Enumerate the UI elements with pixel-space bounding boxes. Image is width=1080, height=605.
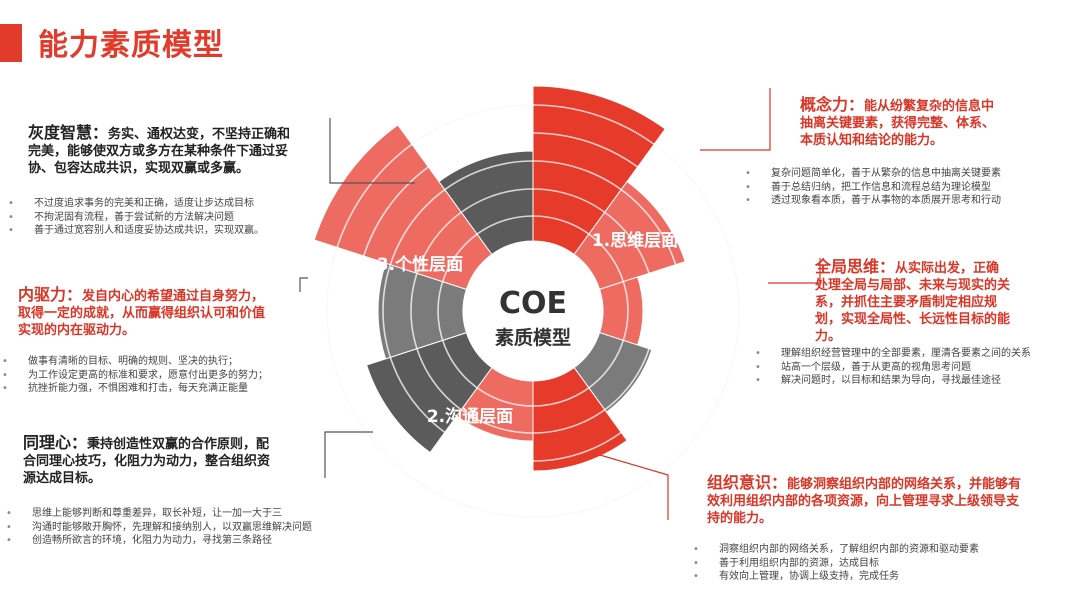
list-item: 做事有清晰的目标、明确的规则、坚决的执行； <box>2 355 268 369</box>
wheel-ring <box>437 215 629 407</box>
ability-overall-heading: 全局思维：从实际出发，正确处理全局与局部、未来与现实的关系，并抓住主要矛盾制定相… <box>815 257 1011 344</box>
center-circle <box>463 241 603 381</box>
list-item: 为工作设定更高的标准和要求，愿意付出更多的努力； <box>2 369 268 383</box>
list-item: 不过度追求事务的完美和正确，适度让步达成目标 <box>8 197 264 211</box>
ability-concept-points: 复杂问题简单化，善于从繁杂的信息中抽离关键要素 善于总结归纳，把工作信息和流程总… <box>745 167 1001 208</box>
leader-lines <box>299 118 415 478</box>
ability-concept-heading: 概念力：能从纷繁复杂的信息中抽离关键要素，获得完整、体系、本质认知和结论的能力。 <box>800 95 996 148</box>
segment-label-personality: 3.个性层面 <box>377 254 463 275</box>
segment-label-thinking: 1.思维层面 <box>592 230 678 251</box>
ability-empathy-points: 思维上能够判断和尊重差异，取长补短，让一加一大于三 沟通时能够敞开胸怀，先理解和… <box>6 507 312 548</box>
ability-gray: 灰度智慧：务实、通权达变，不坚持正确和完美，能够使双方或多方在某种条件下通过妥协… <box>28 124 303 177</box>
ability-overall: 全局思维：从实际出发，正确处理全局与局部、未来与现实的关系，并抓住主要矛盾制定相… <box>815 258 1010 345</box>
wheel-ring <box>354 132 712 490</box>
leader-line-empathy <box>324 431 373 478</box>
list-item: 站高一个层级，善于从更高的视角思考问题 <box>755 361 1031 375</box>
page-title: 能力素质模型 <box>38 28 224 63</box>
wheel-ring <box>382 160 684 462</box>
ability-organization-heading: 组织意识：能够洞察组织内部的网络关系，并能够有效利用组织内部的各项资源，向上管理… <box>707 473 1022 526</box>
ability-gray-heading: 灰度智慧：务实、通权达变，不坚持正确和完美，能够使双方或多方在某种条件下通过妥协… <box>28 123 291 176</box>
leader-line-gray <box>329 118 415 184</box>
wheel-ring <box>326 104 740 518</box>
list-item: 沟通时能够敞开胸怀，先理解和接纳别人，以双赢思维解决问题 <box>6 521 312 535</box>
segment-label-communication: 2.沟通层面 <box>427 406 513 427</box>
center-subtitle: 素质模型 <box>495 326 571 349</box>
list-item: 不拘泥固有流程，善于尝试新的方法解决问题 <box>8 211 264 225</box>
wheel-rings <box>326 104 740 518</box>
leader-line-drive <box>299 277 308 292</box>
ability-empathy: 同理心：秉持创造性双赢的合作原则，配合同理心技巧，化阻力为动力，整合组织资源达成… <box>23 434 278 487</box>
list-item: 透过现象看本质，善于从事物的本质展开思考和行动 <box>745 194 1001 208</box>
list-item: 理解组织经营管理中的全部要素，厘清各要素之间的关系 <box>755 347 1031 361</box>
ability-drive: 内驱力：发自内心的希望通过自身努力，取得一定的成就，从而赢得组织认可和价值实现的… <box>18 286 268 339</box>
ability-organization: 组织意识：能够洞察组织内部的网络关系，并能够有效利用组织内部的各项资源，向上管理… <box>707 474 1025 527</box>
title-accent-bar <box>0 24 22 62</box>
leader-line-concept <box>700 88 771 151</box>
list-item: 解决问题时，以目标和结果为导向，寻找最佳途径 <box>755 374 1031 388</box>
list-item: 复杂问题简单化，善于从繁杂的信息中抽离关键要素 <box>745 167 1001 181</box>
list-item: 创造畅所欲言的环境，化阻力为动力，寻找第三条路径 <box>6 534 312 548</box>
ability-overall-points: 理解组织经营管理中的全部要素，厘清各要素之间的关系 站高一个层级，善于从更高的视… <box>755 347 1031 388</box>
ability-empathy-heading: 同理心：秉持创造性双赢的合作原则，配合同理心技巧，化阻力为动力，整合组织资源达成… <box>23 433 271 486</box>
leader-line-overall <box>768 258 821 284</box>
leader-line-organization <box>599 454 669 520</box>
wheel-ring <box>410 188 656 434</box>
list-item: 思维上能够判断和尊重差异，取长补短，让一加一大于三 <box>6 507 312 521</box>
list-item: 有效向上管理，协调上级支持，完成任务 <box>693 570 979 584</box>
ability-concept: 概念力：能从纷繁复杂的信息中抽离关键要素，获得完整、体系、本质认知和结论的能力。 <box>800 96 1005 149</box>
list-item: 善于通过宽容别人和适度妥协达成共识，实现双赢。 <box>8 224 264 238</box>
ability-drive-heading: 内驱力：发自内心的希望通过自身努力，取得一定的成就，从而赢得组织认可和价值实现的… <box>18 285 266 338</box>
list-item: 抗挫折能力强，不惧困难和打击，每天充满正能量 <box>2 382 268 396</box>
ability-gray-points: 不过度追求事务的完美和正确，适度让步达成目标 不拘泥固有流程，善于尝试新的方法解… <box>8 197 264 238</box>
center-title: COE <box>499 286 567 321</box>
list-item: 善于利用组织内部的资源，达成目标 <box>693 557 979 571</box>
list-item: 善于总结归纳，把工作信息和流程总结为理论模型 <box>745 181 1001 195</box>
ability-drive-points: 做事有清晰的目标、明确的规则、坚决的执行； 为工作设定更高的标准和要求，愿意付出… <box>2 355 268 396</box>
ability-organization-points: 洞察组织内部的网络关系，了解组织内部的资源和驱动要素 善于利用组织内部的资源，达… <box>693 543 979 584</box>
list-item: 洞察组织内部的网络关系，了解组织内部的资源和驱动要素 <box>693 543 979 557</box>
